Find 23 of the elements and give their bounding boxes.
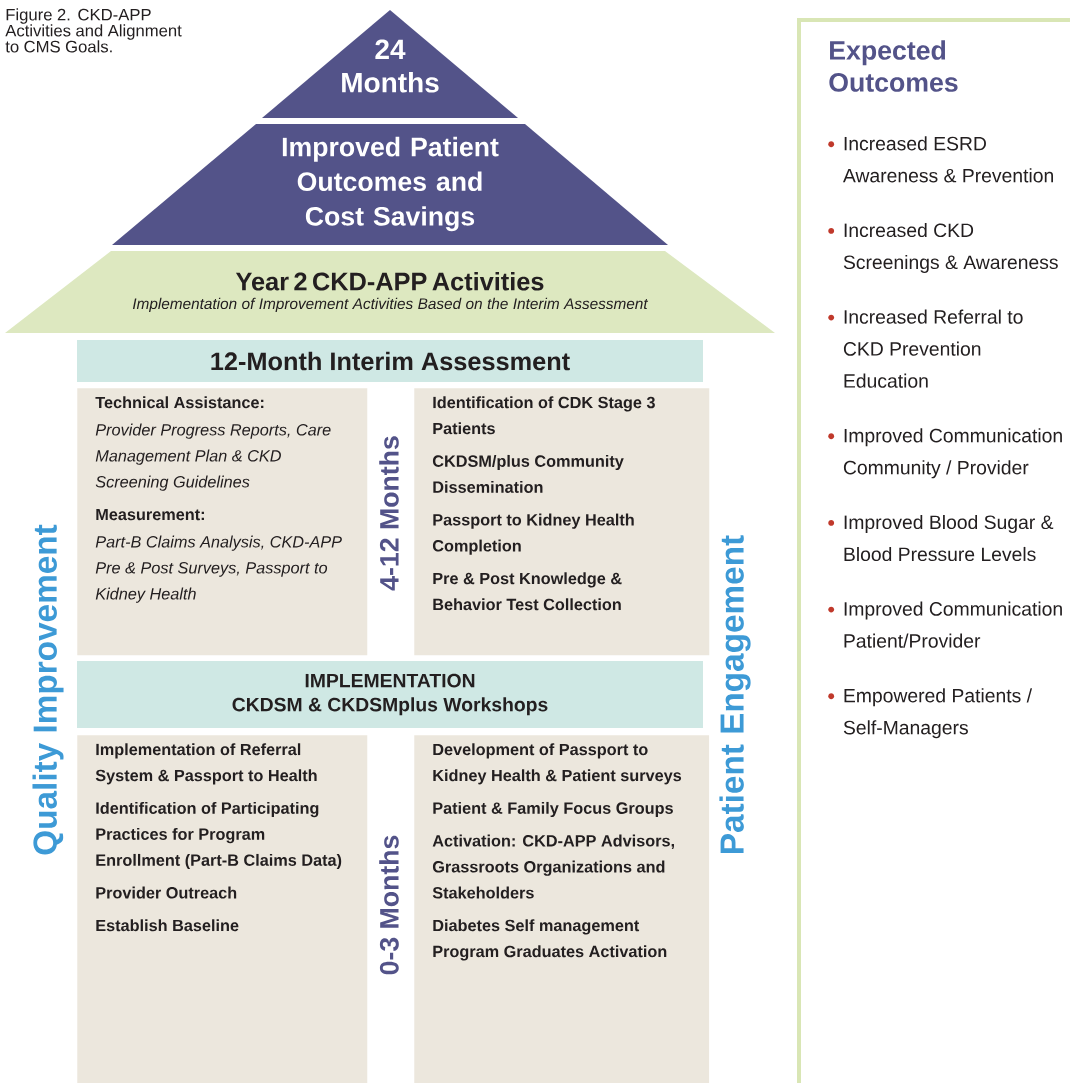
vertical-label: 0-3 Months [379, 835, 399, 975]
node-label: Improved Blood Sugar & Blood Pressure Levels [844, 514, 1054, 562]
vertical-label: Patient Engagement [719, 535, 751, 853]
node-label: Improved Communication Patient/Provider [844, 601, 1062, 648]
outcomes-panel: Expected Outcomes Increased ESRD Awareness & Prevention Increased CKD Screenings & Awareness Increased Referral to CKD Prevention Education Improved Communication Community / Provider Improved Blood Sugar & Blood Pressure Levels Improved Communication Patient/Provider Empowered Patients / Self-Managers [797, 18, 1070, 1083]
roof-band: Year 2 CKD-APP Activities Implementation of Improvement Activities Based on the Interim Assessment [5, 251, 775, 333]
pyramid-apex: 24 Months [262, 10, 518, 118]
activity-box: Technical Assistance: Provider Progress Reports, Care Management Plan & CKD Screening Guidelines Measurement: Part-B Claims Analysis, CKD-APP Pre & Post Surveys, Passport to Kidney Health [77, 388, 368, 656]
node-label: Increased ESRD Awareness & Prevention [842, 136, 1053, 183]
node-label: Improved Communication Community / Provider [843, 428, 1062, 479]
vertical-label: Quality Improvement [32, 524, 64, 855]
pyramid-band: Improved Patient Outcomes and Cost Savings [112, 124, 668, 245]
node-label: Increased CKD Screenings & Awareness [843, 222, 1058, 273]
node-label: Increased Referral to CKD Prevention Education [843, 309, 1023, 388]
activity-box: Development of Passport to Kidney Health & Patient surveys Patient & Family Focus Groups Activation: CKD-APP Advisors, Grassroots Organizations and Stakeholders Diabetes Self management Program Graduates Activation [414, 735, 710, 1083]
header-band: 12-Month Interim Assessment [77, 340, 703, 382]
activity-box: Implementation of Referral System & Passport to Health Identification of Participating Practices for Program Enrollment (Part-B Claims Data) Provider Outreach Establish Baseline [77, 735, 368, 1083]
vertical-label: 4-12 Months [379, 436, 399, 591]
node-label: Expected Outcomes [829, 40, 958, 92]
activity-box: Identification of CDK Stage 3 Patients CKDSM/plus Community Dissemination Passport to Kidney Health Completion Pre & Post Knowledge & Behavior Test Collection [414, 388, 710, 656]
figure-caption: Figure 2. CKD-APP Activities and Alignment to CMS Goals. [5, 8, 182, 53]
header-band: IMPLEMENTATION CKDSM & CKDSMplus Workshops [77, 661, 703, 728]
node-label: Empowered Patients / Self-Managers [843, 688, 1033, 739]
